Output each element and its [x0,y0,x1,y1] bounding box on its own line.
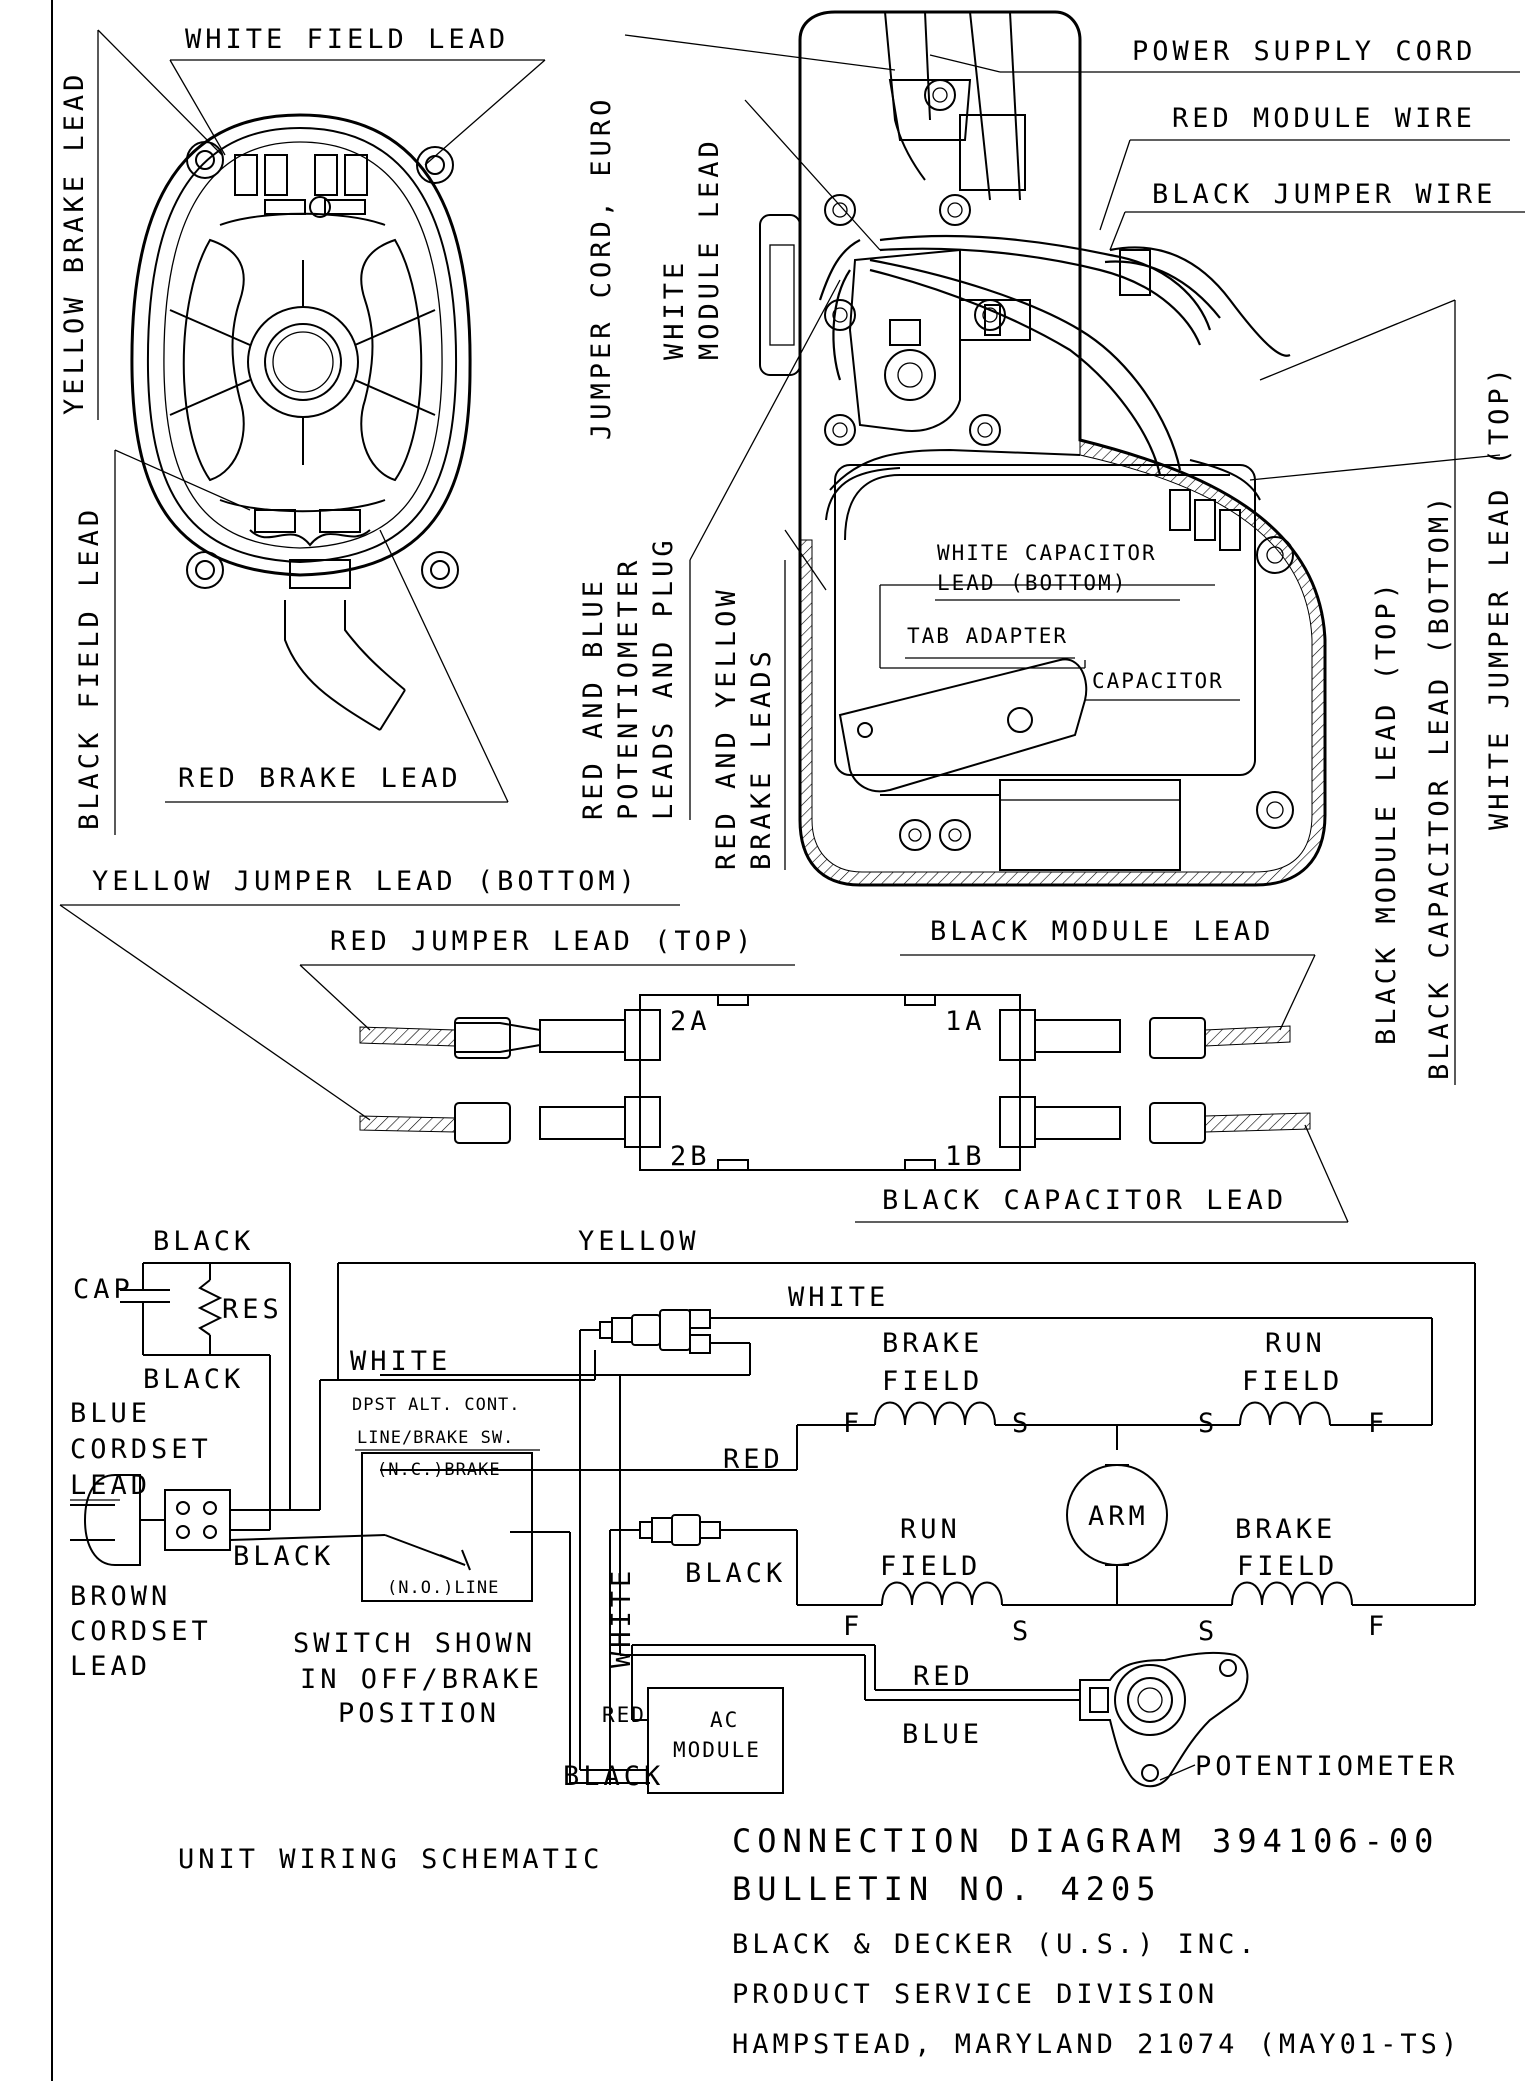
terminal-block [359,994,1311,1171]
label-run-field-2a: RUN [900,1514,961,1545]
label-dpst-1: DPST ALT. CONT. [352,1395,521,1415]
title-line-5: HAMPSTEAD, MARYLAND 21074 (MAY01-TS) [732,2029,1461,2060]
label-red-top: RED [723,1444,784,1475]
label-yellow-brake-lead: YELLOW BRAKE LEAD [59,71,90,415]
label-s-2: S [1198,1408,1218,1439]
label-red-brake-lead: RED BRAKE LEAD [178,763,462,794]
label-blue-2: CORDSET [70,1434,212,1465]
label-f-2: F [1368,1408,1388,1439]
label-black-module-lead-top: BLACK MODULE LEAD (TOP) [1371,579,1402,1045]
label-red-pot: RED [913,1661,974,1692]
label-nc-brake: (N.C.)BRAKE [377,1460,501,1480]
label-s-1: S [1012,1408,1032,1439]
label-white-left: WHITE [350,1346,451,1377]
label-f-1: F [843,1408,863,1439]
label-switch-1: SWITCH SHOWN [293,1628,536,1659]
label-pot-leads-1: RED AND BLUE [578,577,609,820]
label-switch-3: POSITION [338,1698,500,1729]
terminal-2a: 2A [670,1006,711,1037]
label-black-capacitor-lead-bottom: BLACK CAPACITOR LEAD (BOTTOM) [1424,493,1455,1080]
title-line-3: BLACK & DECKER (U.S.) INC. [732,1929,1259,1960]
label-s-3: S [1012,1616,1032,1647]
label-capacitor: CAPACITOR [1092,669,1224,693]
label-blue-pot: BLUE [902,1719,983,1750]
title-block: CONNECTION DIAGRAM 394106-00 BULLETIN NO… [732,1822,1461,2060]
label-ac-module-1: AC [710,1708,739,1732]
label-yellow: YELLOW [578,1226,700,1257]
label-brake-leads-2: BRAKE LEADS [746,647,777,870]
label-black-mid: BLACK [143,1364,244,1395]
label-brake-field-2b: FIELD [1237,1551,1338,1582]
label-arm: ARM [1088,1501,1149,1532]
wiring-schematic [70,1262,1476,1794]
label-black-field-lead: BLACK FIELD LEAD [74,506,105,830]
label-black-jumper-wire: BLACK JUMPER WIRE [1152,179,1496,210]
label-blue-3: LEAD [70,1470,151,1501]
label-run-field-2b: FIELD [880,1551,981,1582]
label-pot-leads-3: LEADS AND PLUG [648,536,679,820]
label-brake-field-1a: BRAKE [882,1328,983,1359]
terminal-1a: 1A [945,1006,986,1037]
label-brown-2: CORDSET [70,1616,212,1647]
label-pot-leads-2: POTENTIOMETER [613,557,644,820]
label-f-3: F [843,1611,863,1642]
label-tab-adapter: TAB ADAPTER [907,624,1068,648]
label-no-line: (N.O.)LINE [387,1578,499,1598]
label-red-module-wire: RED MODULE WIRE [1172,103,1476,134]
label-jumper-cord-euro: JUMPER CORD, EURO [586,96,617,440]
label-white-field-lead: WHITE FIELD LEAD [185,24,509,55]
label-black-module-lead: BLACK MODULE LEAD [930,916,1274,947]
label-black-bottom: BLACK [563,1761,664,1792]
label-brown-3: LEAD [70,1651,151,1682]
label-white-cap-lead-1: WHITE CAPACITOR [937,541,1157,565]
label-black-plug: BLACK [233,1541,334,1572]
label-dpst-2: LINE/BRAKE SW. [357,1428,514,1448]
label-yellow-jumper-lead-bottom: YELLOW JUMPER LEAD (BOTTOM) [92,866,639,897]
label-white-cap-lead-2: LEAD (BOTTOM) [937,571,1127,595]
label-white-jumper-lead-top: WHITE JUMPER LEAD (TOP) [1484,364,1515,830]
title-line-1: CONNECTION DIAGRAM 394106-00 [732,1822,1439,1860]
label-unit-wiring-schematic: UNIT WIRING SCHEMATIC [178,1844,603,1875]
label-white-module-lead-1: WHITE [659,259,690,360]
label-brake-leads-1: RED AND YELLOW [711,586,742,870]
label-white-vertical: WHITE [606,1567,637,1668]
label-white-top: WHITE [788,1282,889,1313]
label-power-supply-cord: POWER SUPPLY CORD [1132,36,1476,67]
title-line-2: BULLETIN NO. 4205 [732,1870,1162,1908]
label-black-right: BLACK [685,1558,786,1589]
motor-field-view [130,113,472,731]
title-line-4: PRODUCT SERVICE DIVISION [732,1979,1218,2010]
label-f-4: F [1368,1611,1388,1642]
label-brake-field-2a: BRAKE [1235,1514,1336,1545]
handle-view [759,10,1327,887]
label-blue-1: BLUE [70,1398,151,1429]
label-run-field-1b: FIELD [1242,1366,1343,1397]
label-brown-1: BROWN [70,1581,171,1612]
label-potentiometer: POTENTIOMETER [1195,1751,1458,1782]
label-s-4: S [1198,1616,1218,1647]
label-red-jumper-lead-top: RED JUMPER LEAD (TOP) [330,926,755,957]
label-black-capacitor-lead: BLACK CAPACITOR LEAD [882,1185,1287,1216]
label-black-top: BLACK [153,1226,254,1257]
label-cap: CAP [73,1274,134,1305]
terminal-1b: 1B [945,1141,986,1172]
label-brake-field-1b: FIELD [882,1366,983,1397]
label-ac-module-2: MODULE [673,1738,761,1762]
label-res: RES [222,1294,283,1325]
label-run-field-1a: RUN [1265,1328,1326,1359]
label-red-module: RED [602,1703,646,1727]
label-switch-2: IN OFF/BRAKE [300,1664,543,1695]
terminal-2b: 2B [670,1141,711,1172]
label-white-module-lead-2: MODULE LEAD [694,137,725,360]
